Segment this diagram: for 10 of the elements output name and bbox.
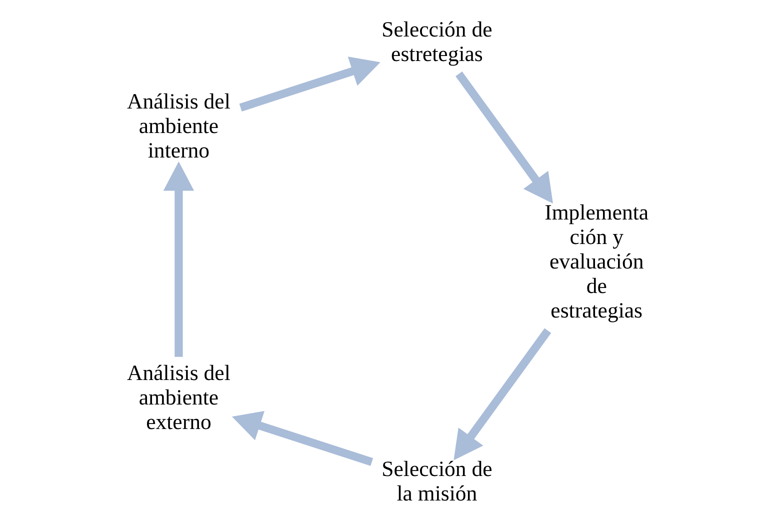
arrow xyxy=(163,162,194,357)
node-text: Implementa ción y evaluación de estrategias xyxy=(544,200,649,323)
node-text: Análisis del ambiente interno xyxy=(127,89,230,162)
arrow xyxy=(232,411,374,466)
arrow xyxy=(454,328,552,460)
node-text: Análisis del ambiente externo xyxy=(127,360,230,434)
arrow xyxy=(456,72,553,204)
node-text: Selección de estretegias xyxy=(382,18,492,66)
node-text: Selección de la misión xyxy=(382,457,492,506)
arrow xyxy=(239,56,380,112)
